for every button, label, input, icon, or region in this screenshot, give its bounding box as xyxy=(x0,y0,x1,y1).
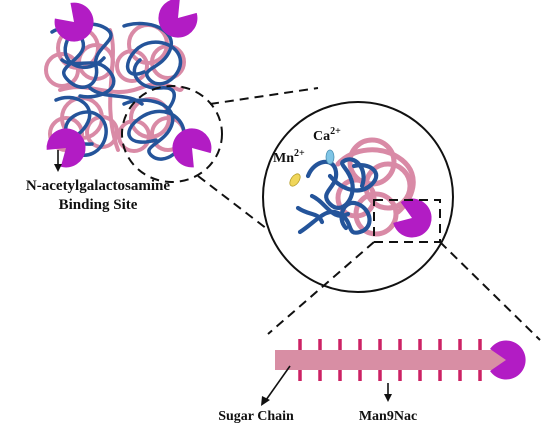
zoom-source-rect xyxy=(373,199,441,243)
sugar-chain-label: Sugar Chain xyxy=(218,409,294,424)
ca-ion-label: Ca2+ xyxy=(313,126,341,144)
sugar-chain-arrow xyxy=(261,365,291,406)
sugar-chain-detail xyxy=(275,339,526,381)
ca-ion-icon xyxy=(325,149,335,165)
zoom-line-left xyxy=(267,241,375,335)
lectin-tetramer xyxy=(41,0,218,174)
monomer-zoom-circle xyxy=(262,101,454,293)
monomer-blue-strands xyxy=(295,157,379,235)
binding-site-label-line1: N-acetylgalactosamine xyxy=(26,178,170,194)
binder-pacman-icon xyxy=(150,0,204,46)
binding-site-label-line2: Binding Site xyxy=(59,197,138,213)
zoom-source-ellipse xyxy=(121,85,223,183)
mn-ion-icon xyxy=(289,173,301,187)
mn-ion-label: Mn2+ xyxy=(273,148,305,166)
zoom-line-right xyxy=(439,241,541,341)
zoom-line-top xyxy=(209,87,319,105)
sugar-chain-bar xyxy=(275,350,515,370)
lectin-monomer xyxy=(289,137,438,244)
man9nac-arrow xyxy=(384,383,392,402)
binding-site-arrow xyxy=(54,150,62,172)
man9nac-label: Man9Nac xyxy=(359,409,417,424)
